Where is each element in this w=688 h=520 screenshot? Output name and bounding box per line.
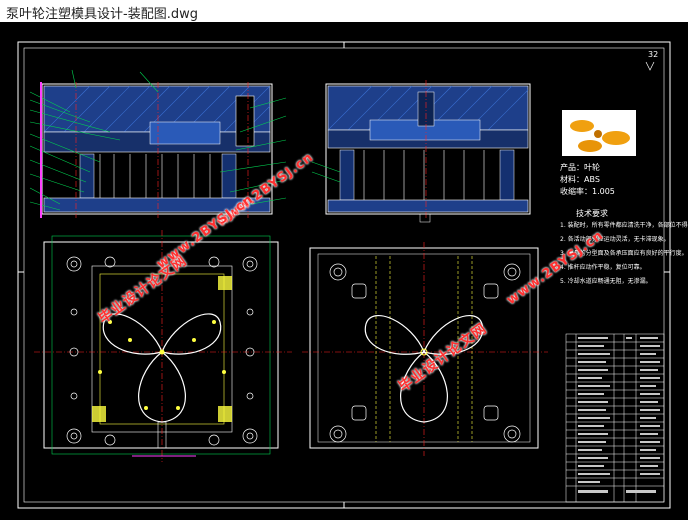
tech-requirements-title: 技术要求 [576, 209, 608, 218]
assembly-drawing [17, 41, 671, 509]
section-view-front [29, 69, 287, 218]
parts-list-table [565, 333, 665, 503]
material: 材料：ABS [560, 175, 600, 184]
cad-drawing-canvas[interactable]: 32 产品：叶轮 材料：ABS 收缩率：1.005 技术要求 1. 装配时，所有… [0, 22, 688, 520]
tech-requirement-1: 1. 装配时，所有零件都应清洗干净，各部位不得有毛刺。 [560, 222, 688, 229]
window-title: 泵叶轮注塑模具设计-装配图.dwg [6, 7, 198, 22]
tech-requirement-3: 3. 模具的分型面及各承压面应有良好的平行度。 [560, 250, 688, 257]
product-name: 产品：叶轮 [560, 163, 600, 172]
tech-requirement-2: 2. 各活动部分应运动灵活，无卡滞现象。 [560, 236, 670, 243]
plan-view-moving-half [34, 230, 292, 462]
plan-view-fixed-half [302, 242, 548, 456]
section-view-side [311, 80, 531, 223]
roughness-symbol [645, 61, 655, 71]
tech-requirement-5: 5. 冷却水道应畅通无阻，无渗漏。 [560, 278, 652, 285]
roughness-value: 32 [648, 50, 659, 59]
title-bar: 泵叶轮注塑模具设计-装配图.dwg [0, 0, 688, 23]
tech-requirement-4: 4. 推杆应动作平稳，复位可靠。 [560, 264, 646, 271]
product-thumbnail [562, 110, 636, 156]
shrinkage: 收缩率：1.005 [560, 187, 615, 196]
parts-list-entries [578, 337, 660, 493]
